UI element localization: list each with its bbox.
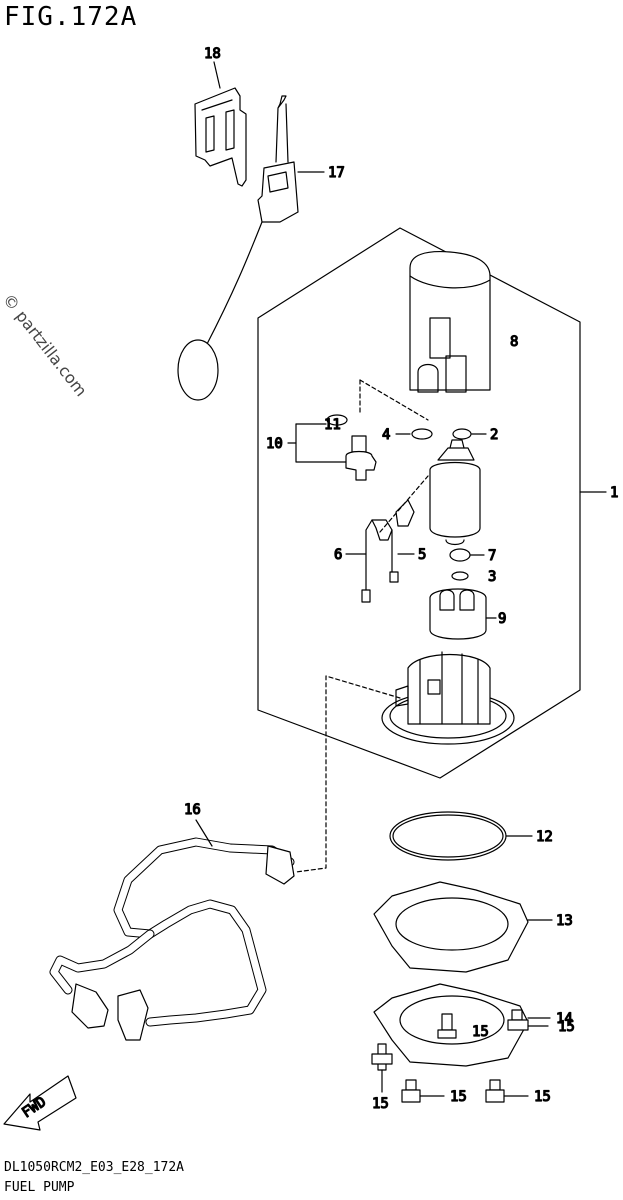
callout-15-d: 15	[450, 1089, 467, 1105]
pressure-regulator-10[interactable]	[287, 423, 377, 481]
bolt-15[interactable]	[371, 1043, 393, 1093]
pump-holder-9[interactable]	[429, 588, 497, 640]
bolt-15[interactable]	[485, 1079, 529, 1103]
callout-1: 1	[610, 485, 618, 501]
o-ring-2[interactable]	[452, 428, 472, 440]
callout-11: 11	[324, 417, 341, 433]
callout-15-a: 15	[472, 1024, 489, 1040]
o-ring-11[interactable]	[326, 414, 348, 426]
callout-5: 5	[418, 547, 426, 563]
fuel-pump-motor[interactable]	[429, 439, 481, 546]
callout-8: 8	[510, 334, 518, 350]
callout-18: 18	[204, 46, 221, 62]
callout-3: 3	[488, 569, 496, 585]
o-ring-4[interactable]	[411, 428, 433, 440]
fuel-filter-8[interactable]	[409, 250, 491, 393]
o-ring-7[interactable]	[449, 548, 471, 562]
bolt-15[interactable]	[437, 1013, 457, 1039]
callout-13: 13	[556, 913, 573, 929]
model-code: DL1050RCM2_E03_E28_172A	[4, 1160, 185, 1175]
terminal-5[interactable]	[389, 499, 415, 583]
bolt-15[interactable]	[401, 1079, 445, 1103]
callout-15-c: 15	[372, 1096, 389, 1112]
assembly-outline	[257, 227, 581, 779]
callout-2: 2	[490, 427, 498, 443]
connector-cover-18[interactable]	[194, 61, 247, 187]
callout-10: 10	[266, 436, 283, 452]
figure-title: FIG.172A	[4, 2, 138, 32]
callout-15-e: 15	[534, 1089, 551, 1105]
fuel-hose-16[interactable]	[49, 819, 295, 1041]
callout-14: 14	[556, 1011, 573, 1027]
alignment-line-hose	[295, 675, 401, 873]
callout-7: 7	[488, 548, 496, 564]
callout-6: 6	[334, 547, 342, 563]
washer-3[interactable]	[451, 571, 469, 581]
forward-arrow-icon	[3, 1075, 77, 1131]
callout-4: 4	[382, 427, 390, 443]
fuel-level-sender-17[interactable]	[177, 95, 325, 401]
pump-reservoir[interactable]	[381, 651, 515, 745]
callout-15-b: 15	[558, 1019, 575, 1035]
callout-12: 12	[536, 829, 553, 845]
callout-17: 17	[328, 165, 345, 181]
callout-16: 16	[184, 802, 201, 818]
plate-13[interactable]	[373, 881, 553, 973]
wire-lead-6[interactable]	[345, 519, 393, 603]
footer-label: FUEL PUMP	[4, 1180, 75, 1195]
callout-9: 9	[498, 611, 506, 627]
bolt-15[interactable]	[507, 1009, 529, 1031]
gasket-12[interactable]	[389, 811, 507, 861]
